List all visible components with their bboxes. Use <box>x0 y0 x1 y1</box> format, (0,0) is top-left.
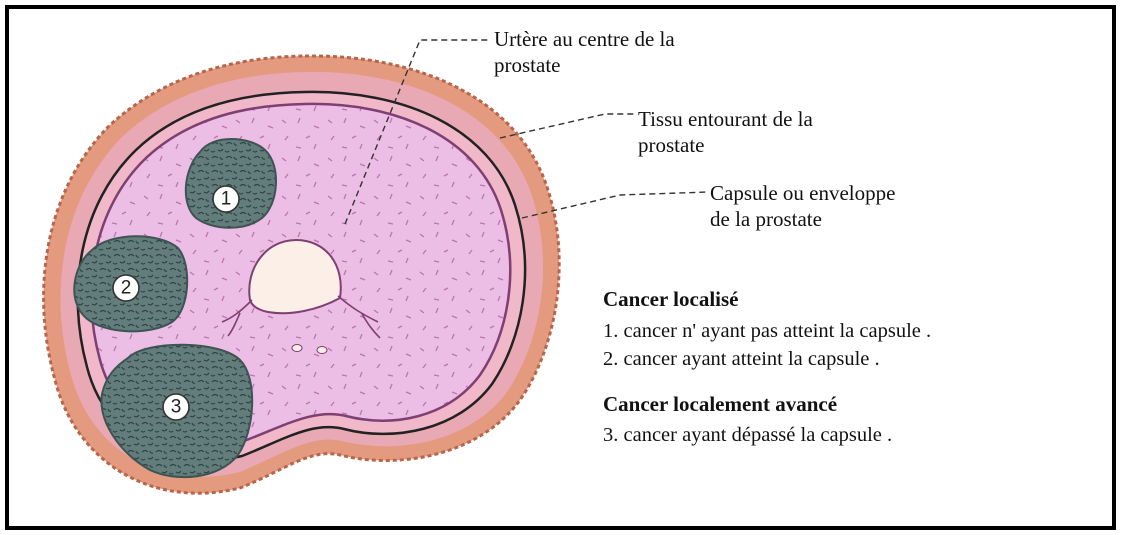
tumor-2-number: 2 <box>121 278 132 299</box>
legend-localized-item-1: 1. cancer n' ayant pas atteint la capsul… <box>603 320 931 343</box>
urethra-label: Urtère au centre de la prostate <box>494 26 675 78</box>
capsule-label-line1: Capsule ou enveloppe <box>710 180 895 206</box>
legend-localized-title: Cancer localisé <box>603 287 739 312</box>
urethra-label-line2: prostate <box>494 52 675 78</box>
tumor-3-number: 3 <box>171 397 182 418</box>
legend-advanced-title: Cancer localement avancé <box>603 392 837 417</box>
tumor-1-number: 1 <box>221 189 232 210</box>
legend-advanced-item-1: 3. cancer ayant dépassé la capsule . <box>603 424 892 447</box>
capsule-label-line2: de la prostate <box>710 206 895 232</box>
urethra-label-line1: Urtère au centre de la <box>494 26 675 52</box>
surrounding-tissue-label-line1: Tissu entourant de la <box>638 106 813 132</box>
tumor-1 <box>186 139 276 228</box>
surrounding-tissue-label: Tissu entourant de la prostate <box>638 106 813 158</box>
surrounding-tissue-leader-line <box>500 114 635 138</box>
surrounding-tissue-label-line2: prostate <box>638 132 813 158</box>
capsule-label: Capsule ou enveloppe de la prostate <box>710 180 895 232</box>
legend-localized-item-2: 2. cancer ayant atteint la capsule . <box>603 348 880 371</box>
